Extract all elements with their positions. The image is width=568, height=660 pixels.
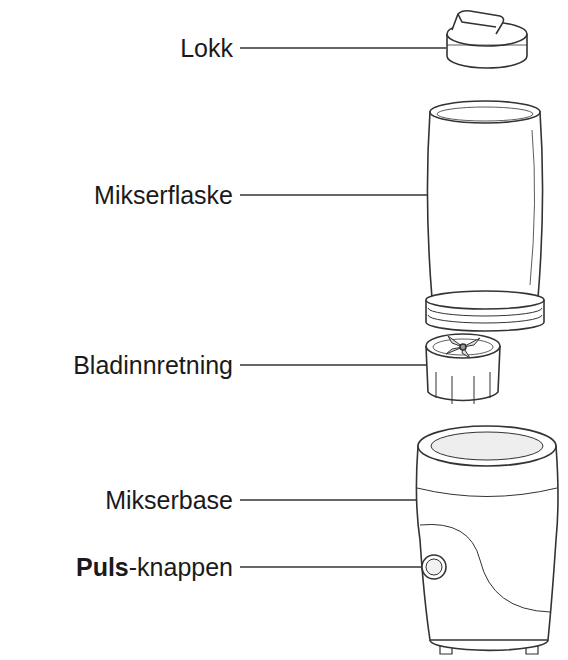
part-label-text: Mikserbase	[105, 486, 233, 514]
part-label: Mikserflaske	[94, 180, 233, 210]
blender-bottle	[426, 101, 544, 331]
part-label: Bladinnretning	[73, 350, 233, 380]
lid	[447, 11, 527, 68]
leader-line	[240, 364, 430, 366]
part-label: Puls-knappen	[76, 552, 233, 582]
part-label: Lokk	[180, 33, 233, 63]
part-label-text: Lokk	[180, 34, 233, 62]
part-label-text: -knappen	[129, 553, 233, 581]
part-label: Mikserbase	[105, 485, 233, 515]
part-label-text: Bladinnretning	[73, 351, 233, 379]
leader-line	[240, 47, 446, 49]
leader-line	[240, 566, 424, 568]
leader-line	[240, 194, 458, 196]
blade-assembly	[426, 334, 500, 404]
part-label-text: Mikserflaske	[94, 181, 233, 209]
blender-base	[416, 426, 558, 654]
part-label-bold: Puls	[76, 553, 129, 581]
